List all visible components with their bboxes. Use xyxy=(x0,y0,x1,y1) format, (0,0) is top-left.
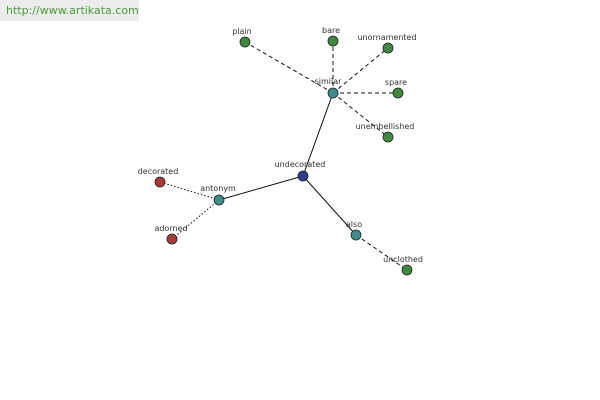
node-bare[interactable]: bare xyxy=(322,26,340,47)
node-label: antonym xyxy=(200,184,236,193)
node-label: unornamented xyxy=(357,33,416,42)
edge-also-unclothed xyxy=(355,234,408,271)
node-unclothed[interactable]: unclothed xyxy=(383,255,423,276)
node-label: bare xyxy=(322,26,340,35)
node-similar[interactable]: similar xyxy=(315,77,343,99)
node-decorated[interactable]: decorated xyxy=(138,167,179,188)
node-label: undecorated xyxy=(275,160,326,169)
node-adorned[interactable]: adorned xyxy=(154,224,188,245)
node-label: spare xyxy=(385,78,407,87)
node-label: decorated xyxy=(138,167,179,176)
site-url-banner[interactable]: http://www.artikata.com xyxy=(0,0,139,21)
edge-similar-unornamented xyxy=(332,47,389,94)
node-label: adorned xyxy=(154,224,187,233)
edge-similar-plain xyxy=(244,41,334,94)
node-plain[interactable]: plain xyxy=(232,27,252,48)
edge-undecorated-antonym xyxy=(218,175,304,201)
node-label: similar xyxy=(315,77,343,86)
node-unornamented[interactable]: unornamented xyxy=(357,33,417,54)
node-antonym[interactable]: antonym xyxy=(200,184,236,206)
edge-antonym-adorned xyxy=(171,199,220,240)
node-label: plain xyxy=(232,27,252,36)
node-label: unembellished xyxy=(356,122,415,131)
node-spare[interactable]: spare xyxy=(385,78,407,99)
edge-undecorated-similar xyxy=(302,92,334,177)
node-label: also xyxy=(346,220,362,229)
node-label: unclothed xyxy=(383,255,423,264)
node-also[interactable]: also xyxy=(346,220,362,241)
edges xyxy=(159,41,408,271)
node-unembellished[interactable]: unembellished xyxy=(356,122,415,143)
edge-undecorated-also xyxy=(302,175,357,236)
node-undecorated[interactable]: undecorated xyxy=(275,160,326,182)
edge-similar-unembellished xyxy=(332,92,389,138)
